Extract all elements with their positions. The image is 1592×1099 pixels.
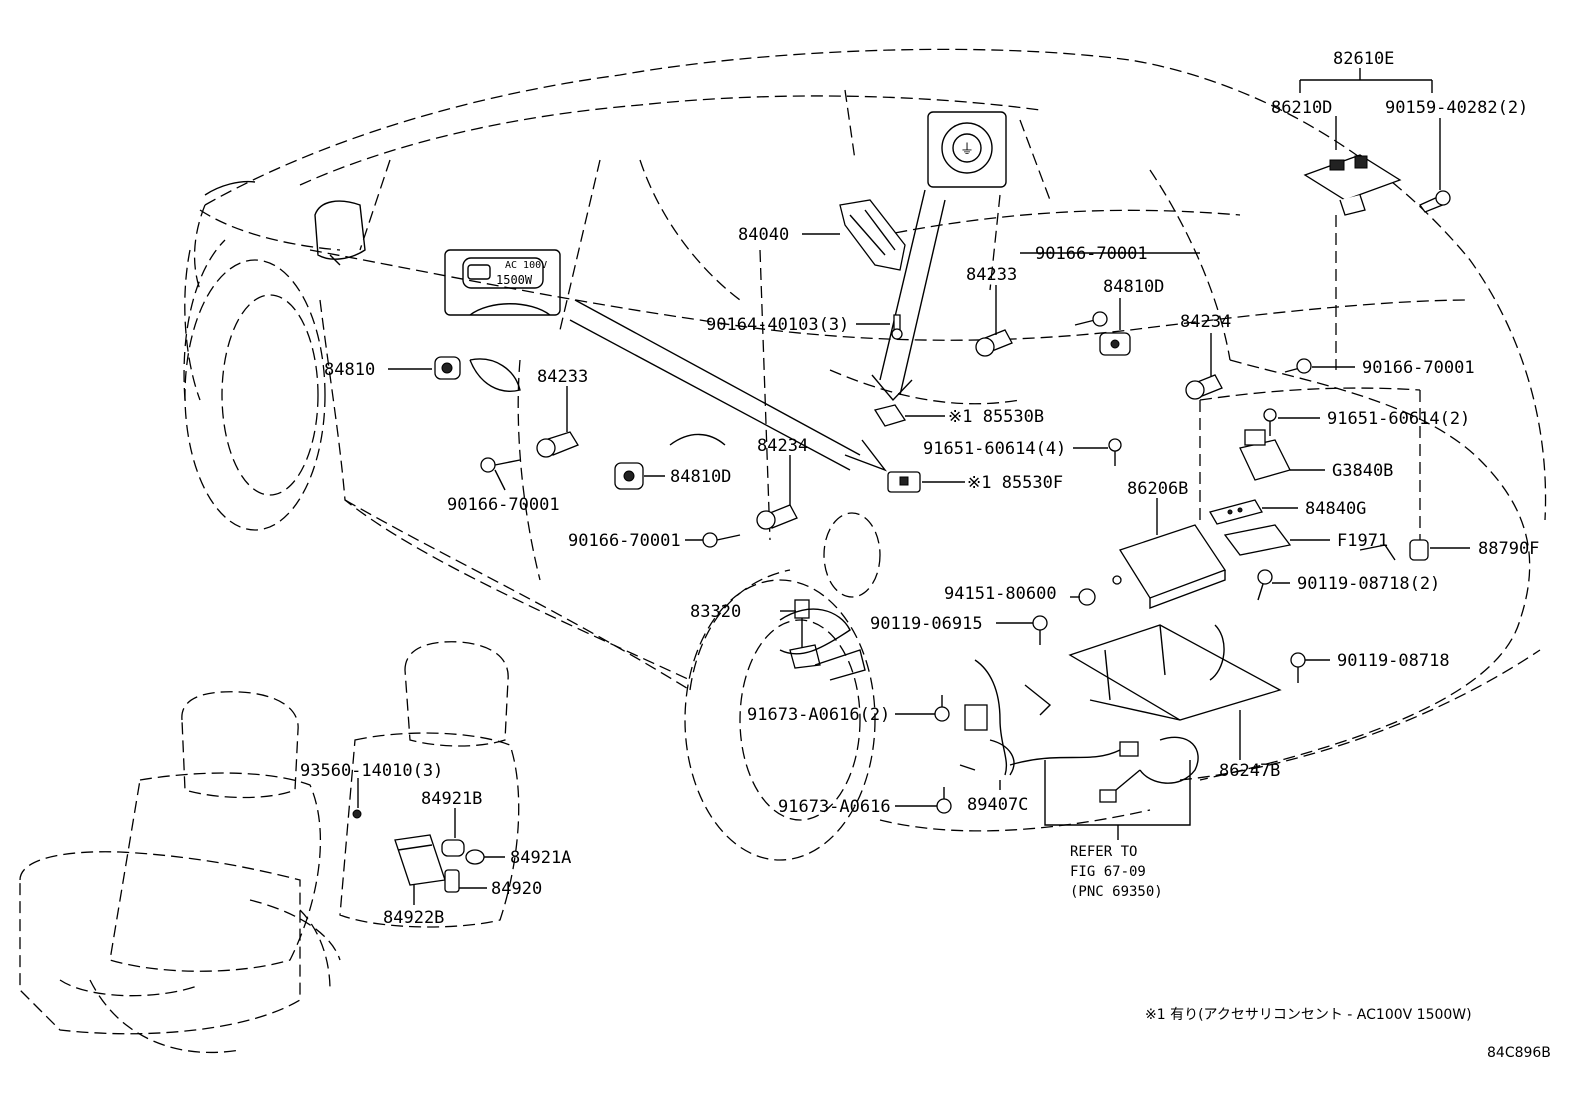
label-90119-08718[interactable]: 90119-08718 [1337,651,1450,671]
screw-90166-70001-upper[interactable] [1074,311,1108,327]
part-84040[interactable] [839,199,906,271]
screw-90166-70001-left[interactable] [480,457,521,473]
refer-line-2: FIG 67-09 [1070,864,1146,880]
part-86206B[interactable] [1112,524,1226,610]
part-84810D-mid[interactable] [614,433,726,490]
leader-lines [357,68,1470,905]
part-85530B[interactable] [873,404,907,427]
label-84234-upper[interactable]: 84234 [1180,312,1231,332]
car-body-outline [183,48,1547,861]
screw-90166-70001-right[interactable] [1284,358,1312,374]
label-90166-70001-top[interactable]: 90166-70001 [1035,244,1148,264]
part-84810-left[interactable] [434,356,521,392]
part-86247B[interactable] [1068,624,1282,721]
part-84921B[interactable] [441,839,465,857]
part-84840G[interactable] [1209,499,1263,525]
label-85530B[interactable]: ※1 85530B [948,407,1044,427]
label-94151-80600[interactable]: 94151-80600 [944,584,1057,604]
label-84920[interactable]: 84920 [491,879,542,899]
bolt-91673-A0616[interactable] [936,787,952,814]
label-89407C[interactable]: 89407C [967,795,1028,815]
label-84840G[interactable]: 84840G [1305,499,1366,519]
bolt-90159-40282[interactable] [1419,190,1451,213]
label-91673-A0616-2[interactable]: 91673-A0616(2) [747,705,890,725]
part-82610E[interactable] [1303,154,1402,216]
part-84234-upper[interactable] [1185,374,1223,400]
label-90159-40282[interactable]: 90159-40282(2) [1385,98,1528,118]
footnote-text: ※1 有り(アクセサリコンセント - AC100V 1500W) [1145,1007,1472,1023]
label-84810D-mid[interactable]: 84810D [670,467,731,487]
label-85530F[interactable]: ※1 85530F [967,473,1063,493]
outlet-wattage-text: 1500W [496,273,533,287]
part-84920[interactable] [444,869,460,893]
label-84810[interactable]: 84810 [324,360,375,380]
part-89407C[interactable] [959,659,1139,776]
label-86247B[interactable]: 86247B [1219,761,1280,781]
label-84921A[interactable]: 84921A [510,848,571,868]
part-84922B[interactable] [394,834,446,886]
pointer-arrows [569,189,946,472]
part-88790F[interactable] [1359,539,1429,561]
bolt-91651-60614-upper[interactable] [1263,408,1277,436]
label-90119-08718-2[interactable]: 90119-08718(2) [1297,574,1440,594]
label-84040[interactable]: 84040 [738,225,789,245]
diagram-id-text: 84C896B [1487,1045,1551,1061]
bolt-91651-60614-mid[interactable] [1108,438,1122,466]
part-84233-upper[interactable] [975,329,1013,357]
nut-94151-80600[interactable] [1078,588,1096,606]
label-90119-06915[interactable]: 90119-06915 [870,614,983,634]
label-91651-60614-2[interactable]: 91651-60614(2) [1327,409,1470,429]
label-88790F[interactable]: 88790F [1478,539,1539,559]
part-85530F[interactable] [887,471,921,493]
label-84921B[interactable]: 84921B [421,789,482,809]
harness-refer-fig [1044,736,1199,840]
screw-90166-70001-mid[interactable] [702,532,741,548]
label-F1971[interactable]: F1971 [1337,531,1388,551]
part-labels: 82610E 86210D 90159-40282(2) 84040 90166… [300,49,1551,1061]
refer-line-3: (PNC 69350) [1070,884,1163,900]
label-84233-upper[interactable]: 84233 [966,265,1017,285]
part-F1971[interactable] [1223,524,1292,556]
label-84922B[interactable]: 84922B [383,908,444,928]
bolt-91673-A0616-pair[interactable] [934,695,950,722]
part-83320[interactable] [779,599,866,681]
ac-outlet-icon-box: AC 100V 1500W [444,249,561,316]
part-G3840B[interactable] [1239,429,1291,481]
side-mirror [314,200,366,266]
part-84234-mid[interactable] [756,504,798,530]
rear-seats [19,641,520,1054]
part-84233-left[interactable] [536,431,579,458]
bolt-90119-08718-pair[interactable] [1257,569,1273,601]
label-84233-left[interactable]: 84233 [537,367,588,387]
part-84810D-upper[interactable] [1099,332,1131,356]
label-84234-mid[interactable]: 84234 [757,436,808,456]
bolt-90119-08718[interactable] [1290,652,1306,683]
refer-line-1: REFER TO [1070,844,1137,860]
label-91651-60614-4[interactable]: 91651-60614(4) [923,439,1066,459]
screw-90164-40103[interactable] [891,314,903,340]
ground-symbol-text: ⏚ [960,142,974,158]
label-84810D-upper[interactable]: 84810D [1103,277,1164,297]
label-90166-70001-mid[interactable]: 90166-70001 [568,531,681,551]
label-G3840B[interactable]: G3840B [1332,461,1393,481]
label-90166-70001-left[interactable]: 90166-70001 [447,495,560,515]
label-90164-40103[interactable]: 90164-40103(3) [706,315,849,335]
label-83320[interactable]: 83320 [690,602,741,622]
screw-93560-14010[interactable] [352,809,362,819]
part-84921A[interactable] [465,849,485,865]
label-82610E[interactable]: 82610E [1333,49,1394,69]
label-93560-14010[interactable]: 93560-14010(3) [300,761,443,781]
label-90166-70001-right[interactable]: 90166-70001 [1362,358,1475,378]
label-91673-A0616[interactable]: 91673-A0616 [778,797,891,817]
outlet-voltage-text: AC 100V [505,260,547,271]
label-86210D[interactable]: 86210D [1271,98,1332,118]
label-86206B[interactable]: 86206B [1127,479,1188,499]
bolt-90119-06915[interactable] [1032,615,1048,645]
switch-inset-box: ⏚ [927,111,1007,188]
